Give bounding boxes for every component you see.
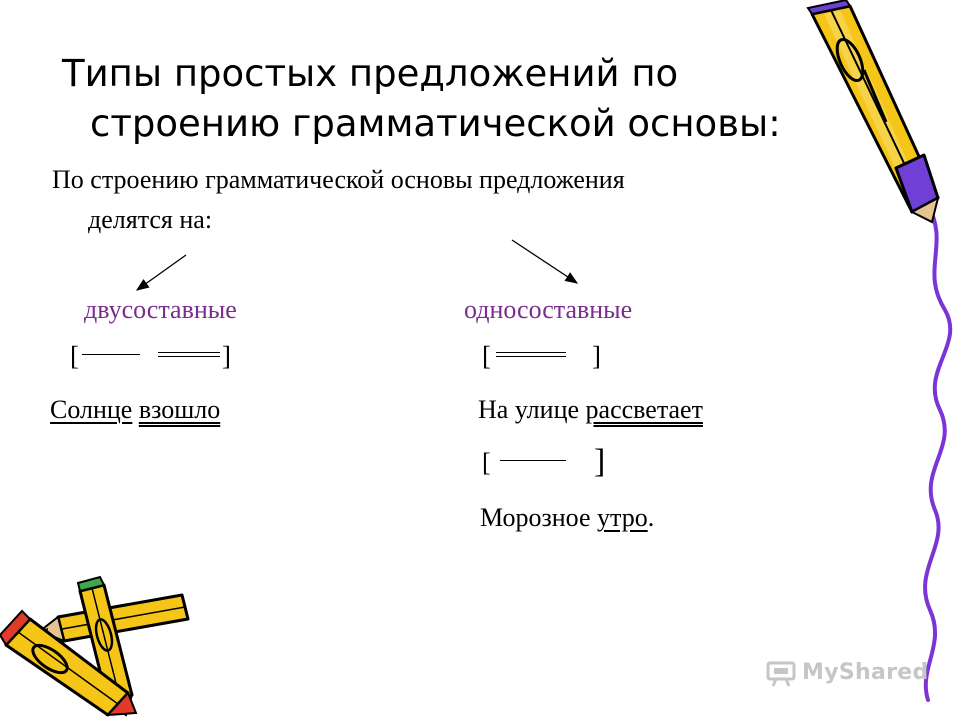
subject-line — [82, 354, 140, 355]
example-subject: Солнце — [50, 395, 133, 424]
intro-line-2: делятся на: — [88, 205, 213, 234]
bracket-close: ] — [222, 341, 231, 371]
bracket-open: [ — [482, 341, 491, 371]
arrow-left — [135, 254, 187, 291]
subject-line — [500, 460, 566, 461]
one-part-example-1: На улице рассветает — [478, 394, 703, 426]
crossed-pencils-icon — [0, 575, 190, 717]
pencil-diagonal — [0, 609, 138, 717]
one-part-scheme-1: [ ] — [482, 341, 612, 373]
one-part-scheme-2: [ ] — [482, 443, 622, 482]
one-part-heading: односоставные — [464, 295, 633, 324]
watermark: MyShared — [766, 656, 936, 690]
watermark-text: MyShared — [802, 660, 929, 685]
title-line-1: Типы простых предложений по — [62, 52, 679, 95]
predicate-line — [158, 352, 220, 357]
two-part-heading: двусоставные — [84, 295, 237, 324]
predicate-line — [496, 352, 566, 357]
example-predicate: взошло — [138, 395, 221, 424]
example-predicate: рассветает — [585, 395, 703, 424]
bracket-close: ] — [594, 443, 606, 480]
title-line-2: строению грамматической основы: — [90, 102, 781, 145]
bracket-open: [ — [70, 341, 79, 371]
bracket-close: ] — [592, 341, 601, 371]
example-prefix: На улице — [478, 395, 586, 424]
example-suffix: . — [647, 503, 655, 532]
intro-line-1: По строению грамматической основы предло… — [52, 165, 625, 194]
example-subject: утро — [597, 503, 648, 532]
projector-icon — [766, 661, 796, 687]
example-prefix: Морозное — [480, 503, 598, 532]
one-part-example-2: Морозное утро. — [480, 502, 654, 534]
two-part-example: Солнце взошло — [50, 394, 220, 426]
pencil-icon — [806, 0, 953, 702]
arrow-right — [511, 239, 579, 284]
two-part-scheme: [ ] — [70, 341, 240, 373]
bracket-open: [ — [482, 448, 491, 477]
